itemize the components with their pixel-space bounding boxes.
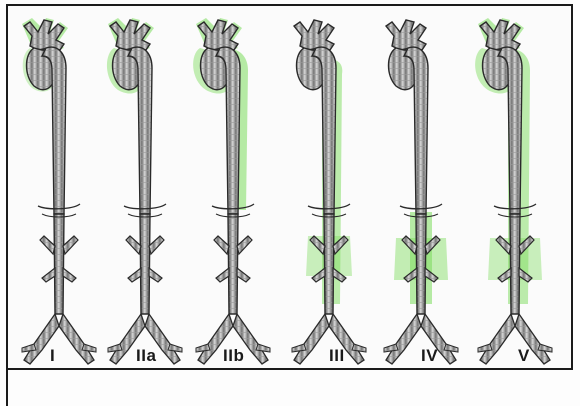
- type-label-iv: IV: [421, 346, 438, 366]
- type-label-iib: IIb: [223, 346, 244, 366]
- aorta-type-i: [22, 18, 96, 364]
- type-label-i: I: [50, 346, 55, 366]
- aorta-type-iib: [193, 18, 270, 364]
- aorta-type-v: [475, 18, 552, 364]
- aorta-type-iia: [107, 18, 182, 364]
- type-label-iia: IIa: [136, 346, 156, 366]
- aorta-type-iv: [384, 20, 458, 364]
- type-label-v: V: [518, 346, 530, 366]
- type-label-iii: III: [329, 346, 345, 366]
- aorta-type-iii: [292, 20, 366, 364]
